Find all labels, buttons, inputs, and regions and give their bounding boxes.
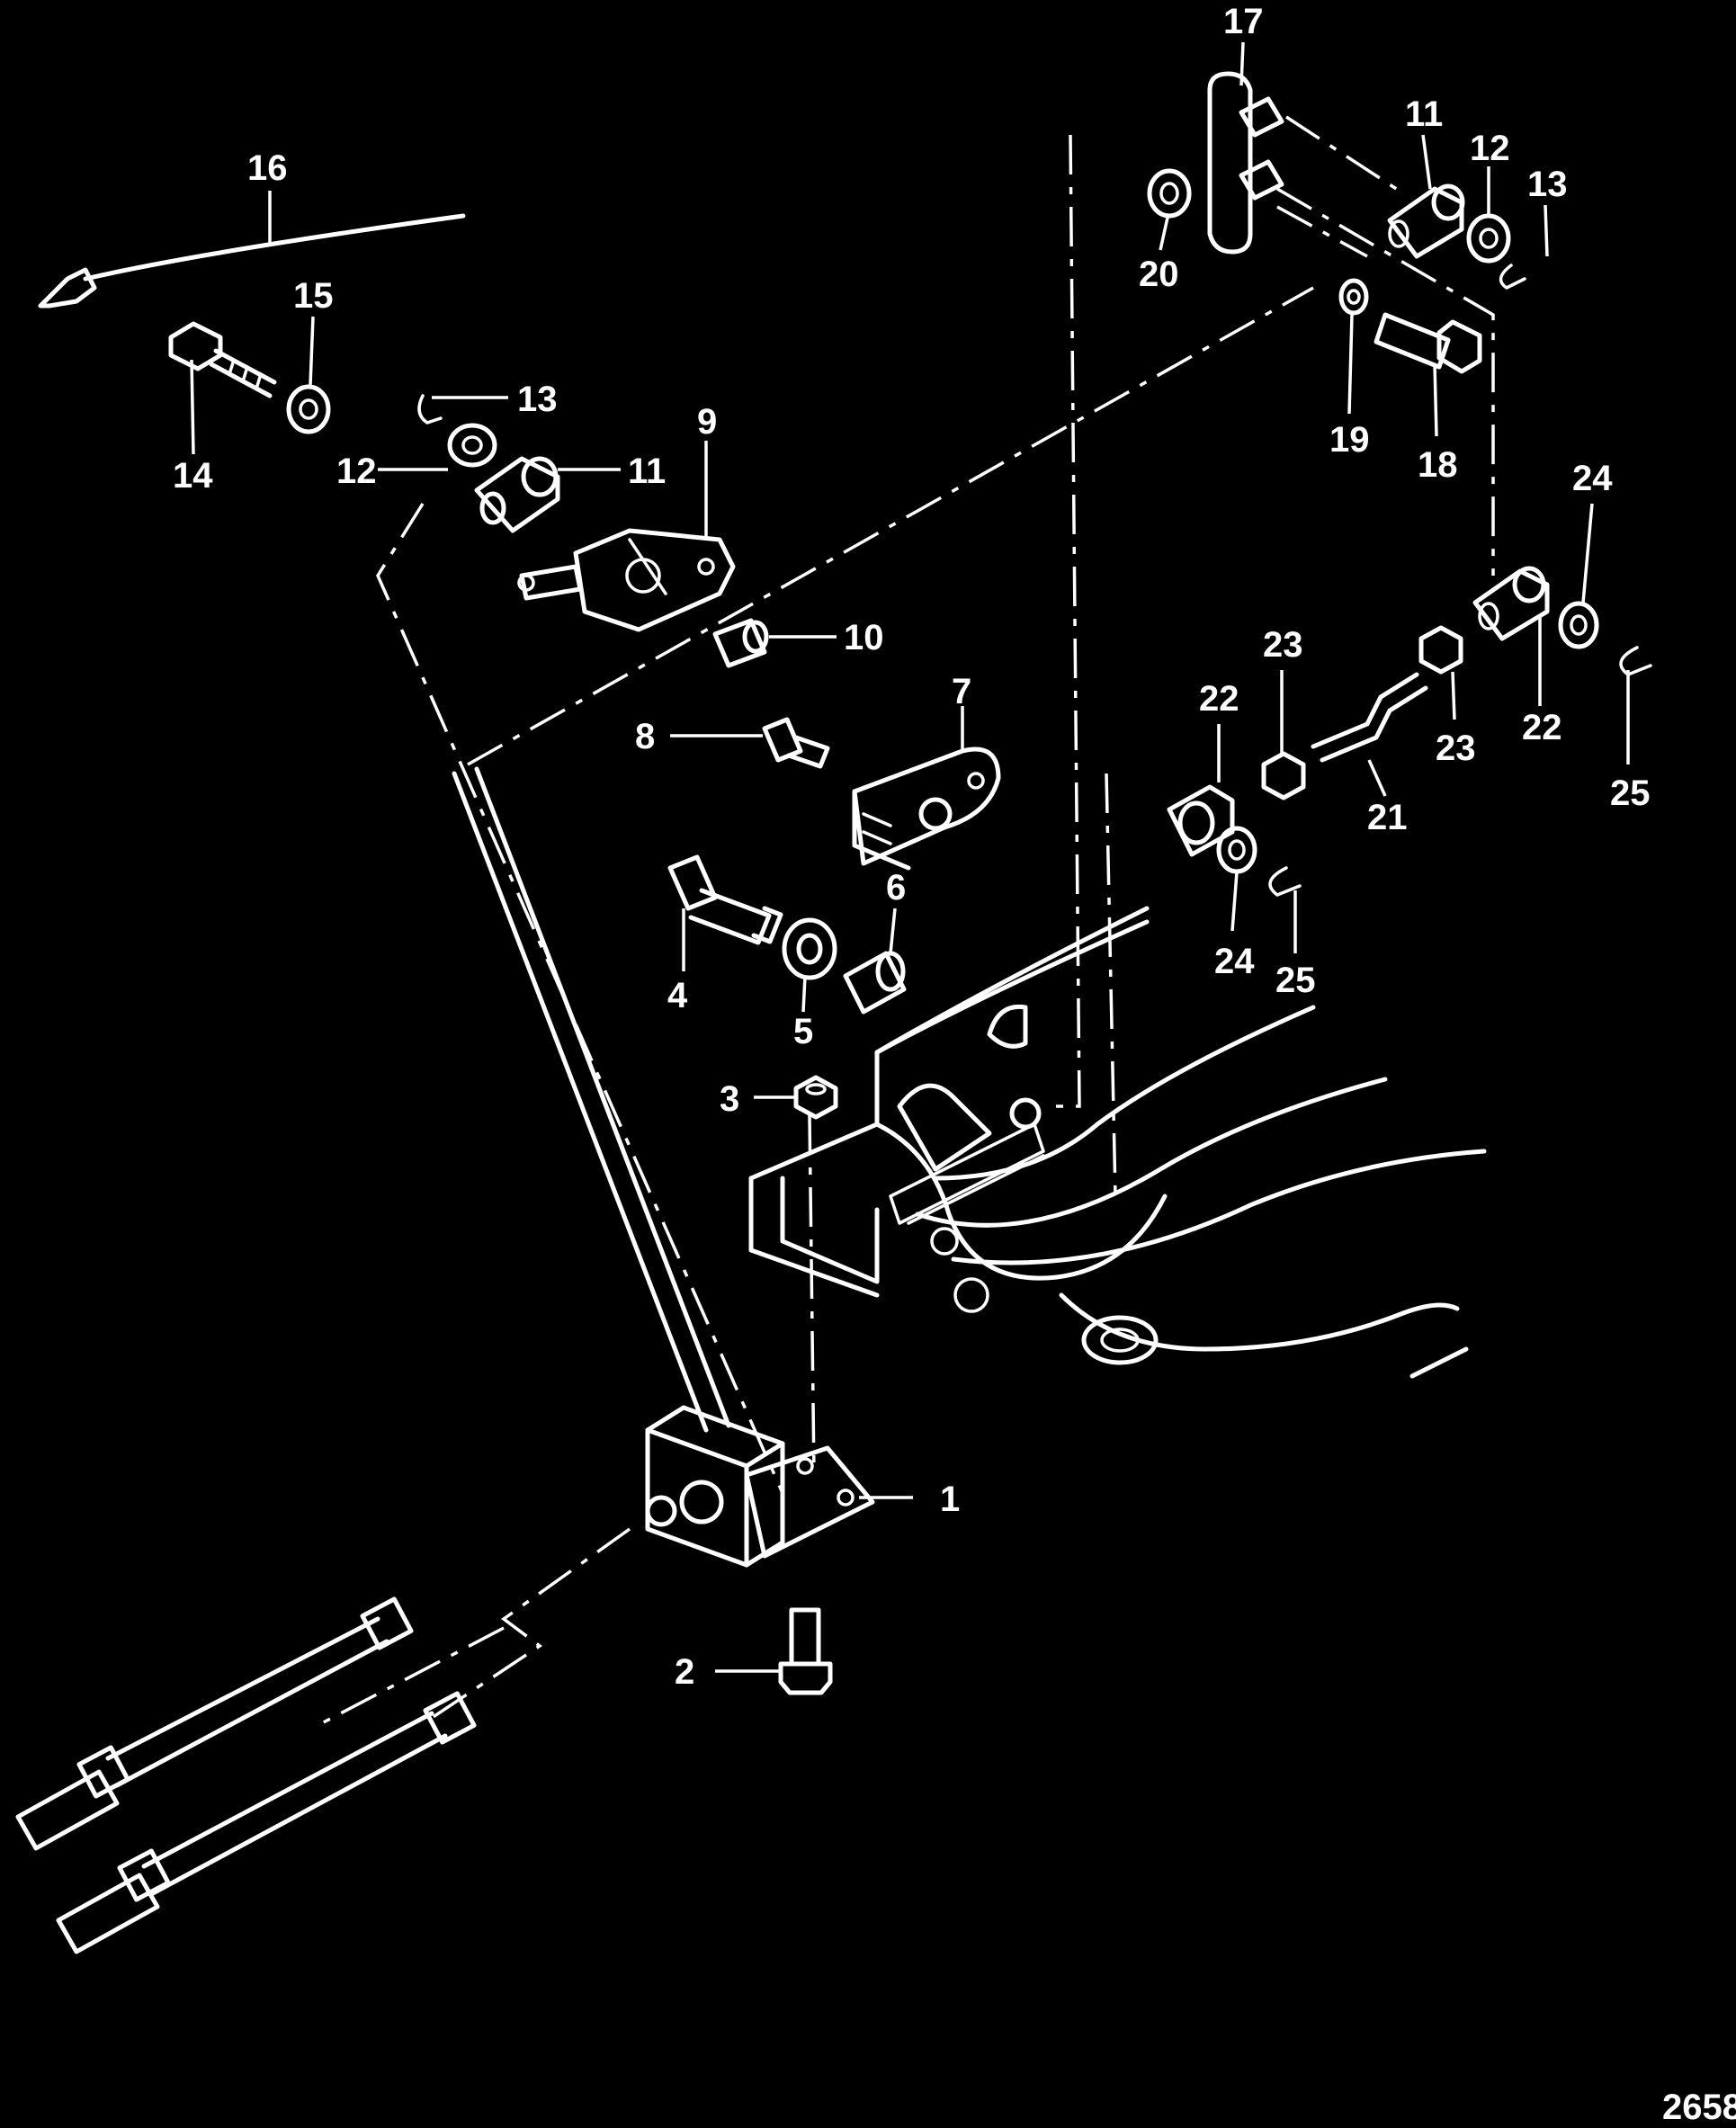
- nut-23-right: [1418, 625, 1463, 675]
- callout-13-right: 13: [1527, 165, 1568, 204]
- callout-4: 4: [667, 976, 688, 1015]
- callout-3: 3: [720, 1079, 739, 1119]
- washer-12-right: [1466, 213, 1511, 264]
- shift-cable: [15, 1596, 414, 1851]
- clip-25-right: [1619, 646, 1652, 676]
- cam-assembly-9: [517, 528, 736, 632]
- rod-end-22-left: [1167, 784, 1235, 857]
- rod-16: [38, 213, 466, 308]
- leader-lines: [190, 41, 1630, 1673]
- shift-lever-7: [852, 747, 1001, 871]
- callout-9: 9: [697, 402, 717, 442]
- washer-19: [1338, 278, 1369, 316]
- callout-12-left: 12: [336, 452, 377, 491]
- link-bracket-17: [1207, 71, 1284, 255]
- callout-24-left: 24: [1214, 942, 1255, 981]
- bolt-2: [778, 1607, 833, 1695]
- washer-24-right: [1558, 601, 1599, 649]
- bushing-6: [843, 951, 907, 1015]
- callout-labels: 1 2 3 4 5 6 7 8 9 10 11 11 12 12 13 13 1…: [173, 2, 1651, 1692]
- nut-3: [793, 1075, 838, 1120]
- link-rod-21: [1311, 672, 1428, 763]
- callout-23-left: 23: [1263, 625, 1303, 665]
- callout-2: 2: [675, 1652, 694, 1692]
- clip-13-right: [1499, 264, 1526, 290]
- stud-8: [762, 717, 830, 769]
- nut-23-left: [1261, 751, 1306, 800]
- callout-11-right: 11: [1405, 94, 1443, 134]
- rod-end-11-left: [474, 456, 560, 533]
- washer-24-left: [1216, 826, 1257, 874]
- callout-12-right: 12: [1470, 129, 1510, 168]
- clip-13-left: [417, 394, 443, 425]
- washer-20: [1147, 168, 1192, 219]
- callout-22-left: 22: [1199, 679, 1239, 719]
- washer-15: [286, 384, 331, 434]
- callout-20: 20: [1139, 255, 1179, 294]
- callout-25-right: 25: [1610, 773, 1651, 813]
- callout-11-left: 11: [628, 452, 666, 491]
- callout-17: 17: [1223, 2, 1264, 41]
- callout-21: 21: [1367, 798, 1408, 837]
- callout-22-right: 22: [1522, 708, 1562, 747]
- callout-10: 10: [844, 618, 884, 657]
- callout-1: 1: [940, 1480, 960, 1519]
- callout-23-right: 23: [1436, 729, 1476, 768]
- washer-5: [782, 917, 837, 980]
- spacer-10: [712, 618, 769, 668]
- bolt-14: [168, 321, 277, 398]
- callout-19: 19: [1329, 420, 1370, 460]
- figure-number: 2658: [1662, 2088, 1736, 2127]
- callout-14: 14: [173, 456, 213, 496]
- callout-18: 18: [1418, 445, 1458, 485]
- callout-8: 8: [635, 717, 655, 756]
- callout-16: 16: [247, 148, 288, 188]
- callout-7: 7: [952, 672, 971, 711]
- clip-25-left: [1268, 866, 1302, 897]
- washer-12-left: [447, 423, 497, 468]
- callout-25-left: 25: [1275, 961, 1316, 1000]
- cable-anchor-bracket: [645, 1405, 875, 1568]
- engine-housing: [748, 906, 1487, 1379]
- bolt-18: [1374, 312, 1482, 374]
- rod-end-11-right: [1387, 183, 1465, 259]
- callout-6: 6: [886, 868, 906, 908]
- callout-24-right: 24: [1572, 459, 1613, 498]
- throttle-cable: [56, 1691, 477, 1954]
- link-rod: [452, 766, 731, 1433]
- pivot-bolt-4: [667, 854, 783, 945]
- rod-end-22-right: [1472, 566, 1550, 641]
- assembly-lines: [314, 115, 1495, 1729]
- callout-15: 15: [293, 276, 334, 316]
- callout-13-left: 13: [517, 380, 558, 419]
- callout-5: 5: [793, 1012, 813, 1051]
